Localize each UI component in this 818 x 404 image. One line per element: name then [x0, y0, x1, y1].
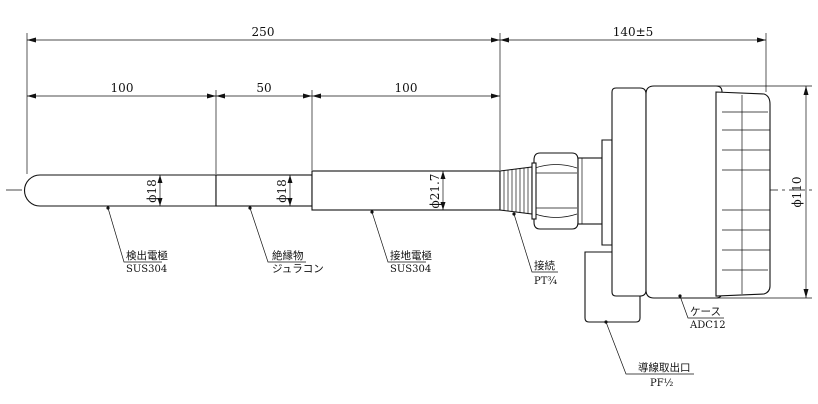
dim-case-diameter-value: ϕ110 — [790, 176, 804, 207]
callout-connection-name: 接続 — [534, 259, 555, 272]
callout-case-name: ケース — [690, 306, 721, 318]
dim-head-length-value: 140±5 — [613, 25, 654, 39]
detect-electrode — [24, 174, 217, 207]
neck-flange — [577, 139, 613, 246]
callout-ground-electrode-material: SUS304 — [390, 264, 431, 275]
dim-insulator-length-value: 50 — [256, 81, 271, 95]
callout-cable-outlet-material: PF½ — [650, 378, 674, 389]
callout-insulator: 絶縁物 ジュラコン — [248, 206, 324, 275]
callout-case: ケース ADC12 — [678, 294, 726, 331]
callout-cable-outlet-name: 導線取出口 — [638, 361, 691, 374]
callout-insulator-name: 絶縁物 — [272, 249, 304, 262]
dim-ground-electrode-length-value: 100 — [395, 81, 418, 95]
dim-detect-electrode-length: 100 — [27, 81, 216, 99]
connection-fitting — [499, 166, 533, 215]
dim-detect-electrode-length-value: 100 — [111, 81, 134, 95]
callout-ground-electrode: 接地電極 SUS304 — [370, 210, 432, 275]
case-body — [611, 85, 771, 299]
dim-insulator-diameter: ϕ18 — [275, 175, 293, 206]
insulator — [215, 174, 313, 207]
dim-insulator-diameter-value: ϕ18 — [275, 179, 289, 202]
callout-detect-electrode-material: SUS304 — [126, 264, 167, 275]
callout-connection-material: PT¾ — [534, 276, 557, 287]
dim-insulator-length: 50 — [216, 81, 312, 99]
dim-overall-length: 250 — [27, 25, 500, 43]
callout-ground-electrode-name: 接地電極 — [390, 249, 432, 262]
callout-insulator-material: ジュラコン — [272, 263, 324, 275]
dim-overall-length-value: 250 — [252, 25, 275, 39]
callout-cable-outlet: 導線取出口 PF½ — [604, 320, 694, 389]
callout-connection: 接続 PT¾ — [512, 212, 558, 287]
hex-nut — [531, 152, 579, 230]
ground-electrode — [311, 170, 501, 211]
dim-case-diameter: ϕ110 — [790, 86, 809, 298]
callout-detect-electrode: 検出電極 SUS304 — [106, 206, 168, 275]
callout-case-material: ADC12 — [689, 320, 726, 331]
dim-ground-electrode-length: 100 — [312, 81, 500, 99]
dim-detect-electrode-diameter-value: ϕ18 — [145, 179, 159, 202]
dim-ground-electrode-diameter: ϕ21.7 — [428, 171, 446, 210]
callout-detect-electrode-name: 検出電極 — [126, 249, 168, 262]
dim-ground-electrode-diameter-value: ϕ21.7 — [428, 174, 442, 209]
dim-detect-electrode-diameter: ϕ18 — [145, 175, 163, 206]
dim-head-length: 140±5 — [500, 25, 766, 43]
